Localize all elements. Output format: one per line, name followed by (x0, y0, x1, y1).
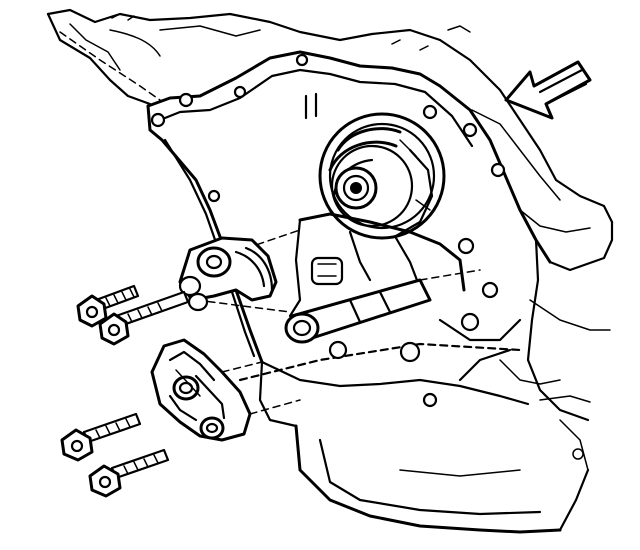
upper-bracket (178, 236, 278, 312)
lower-cover-detail (238, 312, 591, 471)
balance-shaft (195, 229, 481, 344)
cam-sprocket (318, 112, 446, 240)
upper-bolt-2 (98, 290, 190, 346)
lower-bracket (150, 338, 301, 442)
lower-bolt-1 (60, 412, 142, 462)
casting-marks (111, 13, 471, 120)
engine-block-outline (46, 8, 614, 422)
oil-pan (294, 424, 590, 534)
direction-arrow-icon (504, 60, 592, 120)
lower-bolt-2 (88, 448, 170, 498)
balance-shaft-housing (288, 212, 466, 318)
